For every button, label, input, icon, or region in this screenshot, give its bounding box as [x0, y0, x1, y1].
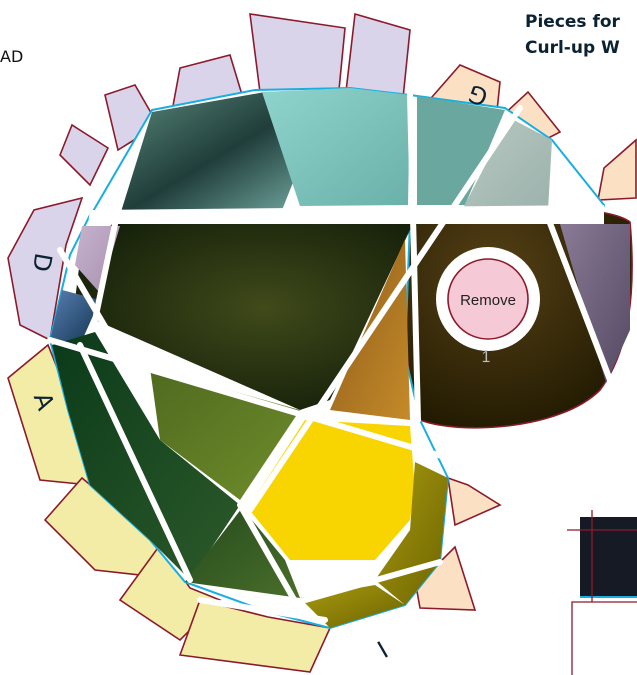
tab-letter-d: D	[27, 251, 58, 274]
glue-tabs-yellow	[7, 343, 332, 673]
glue-tab	[178, 599, 332, 673]
glue-tab	[447, 476, 502, 527]
seam	[47, 337, 458, 463]
glue-tab	[597, 138, 637, 201]
facet-yellow-olive	[375, 462, 448, 605]
facet-green-dark	[52, 332, 240, 580]
facet-blue	[50, 290, 100, 345]
seam	[197, 597, 328, 623]
facet-dark-main	[75, 224, 418, 410]
main-piece	[47, 86, 613, 630]
facet-top-right	[417, 96, 505, 205]
seam	[77, 342, 193, 583]
seam	[407, 92, 421, 423]
next-piece	[567, 510, 637, 675]
glue-tab	[7, 196, 84, 342]
seam	[92, 221, 118, 323]
next-piece-dark-block	[580, 517, 637, 597]
remove-button-label: Remove	[460, 292, 516, 309]
facet-white-gap	[88, 205, 604, 224]
facet-top-mid	[262, 88, 410, 206]
seam-lines	[47, 92, 613, 623]
heading-line-1: Pieces for	[525, 12, 620, 32]
edge-label: AD	[0, 47, 24, 66]
seam	[247, 105, 523, 513]
next-piece-edge	[571, 601, 637, 675]
curl-piece-purple-section	[560, 224, 630, 383]
glue-tab	[59, 123, 110, 187]
facet-top-pale	[462, 118, 552, 210]
seam	[542, 207, 613, 383]
seam	[267, 559, 443, 613]
tab-letter-i: I	[373, 636, 393, 664]
remove-button[interactable]: Remove	[436, 247, 540, 351]
facet-dark-center	[330, 228, 410, 420]
seam	[237, 502, 303, 613]
facet-green-low	[185, 508, 300, 598]
seam	[57, 247, 113, 338]
piece-number: 1	[482, 349, 491, 366]
heading-line-2: Curl-up W	[525, 38, 620, 58]
